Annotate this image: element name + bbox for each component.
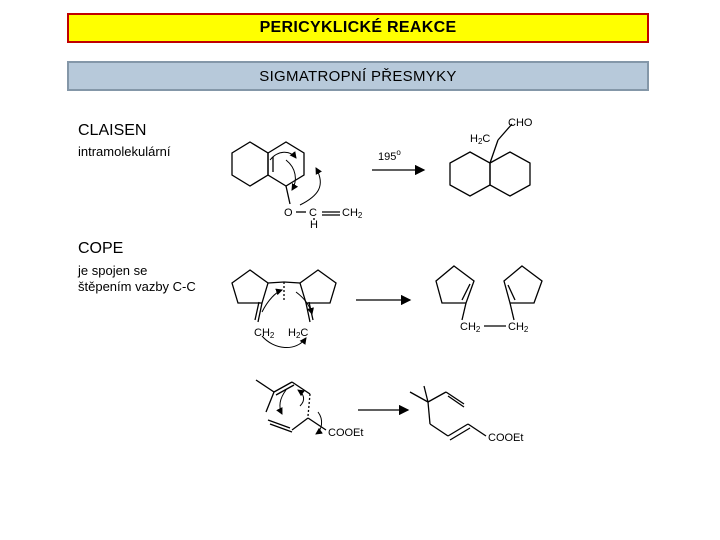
cope-reactant-labels: CH2 H2C bbox=[254, 327, 308, 340]
example3-electron-arrows bbox=[276, 389, 323, 435]
example3-reactant bbox=[255, 379, 327, 433]
aldehyde-group: CHO bbox=[508, 117, 533, 129]
claisen-description: intramolekulární bbox=[78, 144, 171, 159]
product-methylene-a: CH2 bbox=[460, 321, 481, 334]
atom-oxygen: O bbox=[284, 207, 293, 219]
cope-electron-arrows bbox=[261, 288, 314, 348]
atom-carbon: C bbox=[309, 207, 317, 219]
cope-product-labels: CH2 CH2 bbox=[460, 321, 529, 334]
claisen-product bbox=[449, 123, 531, 197]
cope-description-line1: je spojen se bbox=[78, 263, 148, 278]
example3-product bbox=[409, 385, 487, 441]
product-methylene-b: CH2 bbox=[508, 321, 529, 334]
claisen-label: CLAISEN bbox=[78, 122, 147, 139]
section-subtitle: SIGMATROPNÍ PŘESMYKY bbox=[67, 61, 649, 91]
atom-hydrogen: H bbox=[310, 219, 318, 231]
example3-ester-left: COOEt bbox=[328, 427, 363, 439]
claisen-product-labels: CHO H2C bbox=[470, 117, 533, 146]
claisen-reaction-arrow: 195o bbox=[372, 148, 426, 176]
atom-methylene-left: CH2 bbox=[254, 327, 275, 340]
cope-reactant bbox=[231, 269, 337, 323]
example3-ester-right: COOEt bbox=[488, 432, 523, 444]
cope-label: COPE bbox=[78, 240, 124, 257]
cope-product bbox=[435, 265, 543, 321]
methylene-group: H2C bbox=[470, 133, 490, 146]
cope-description-line2: štěpením vazby C-C bbox=[78, 279, 196, 294]
page-title: PERICYKLICKÉ REAKCE bbox=[67, 13, 649, 43]
claisen-reactant bbox=[231, 141, 340, 220]
reaction-condition-temperature: 195o bbox=[378, 148, 401, 163]
atom-methylene-right: H2C bbox=[288, 327, 308, 340]
atom-methylene: CH2 bbox=[342, 207, 363, 220]
claisen-electron-arrows bbox=[269, 151, 322, 206]
claisen-reactant-labels: O C H CH2 bbox=[284, 207, 363, 231]
